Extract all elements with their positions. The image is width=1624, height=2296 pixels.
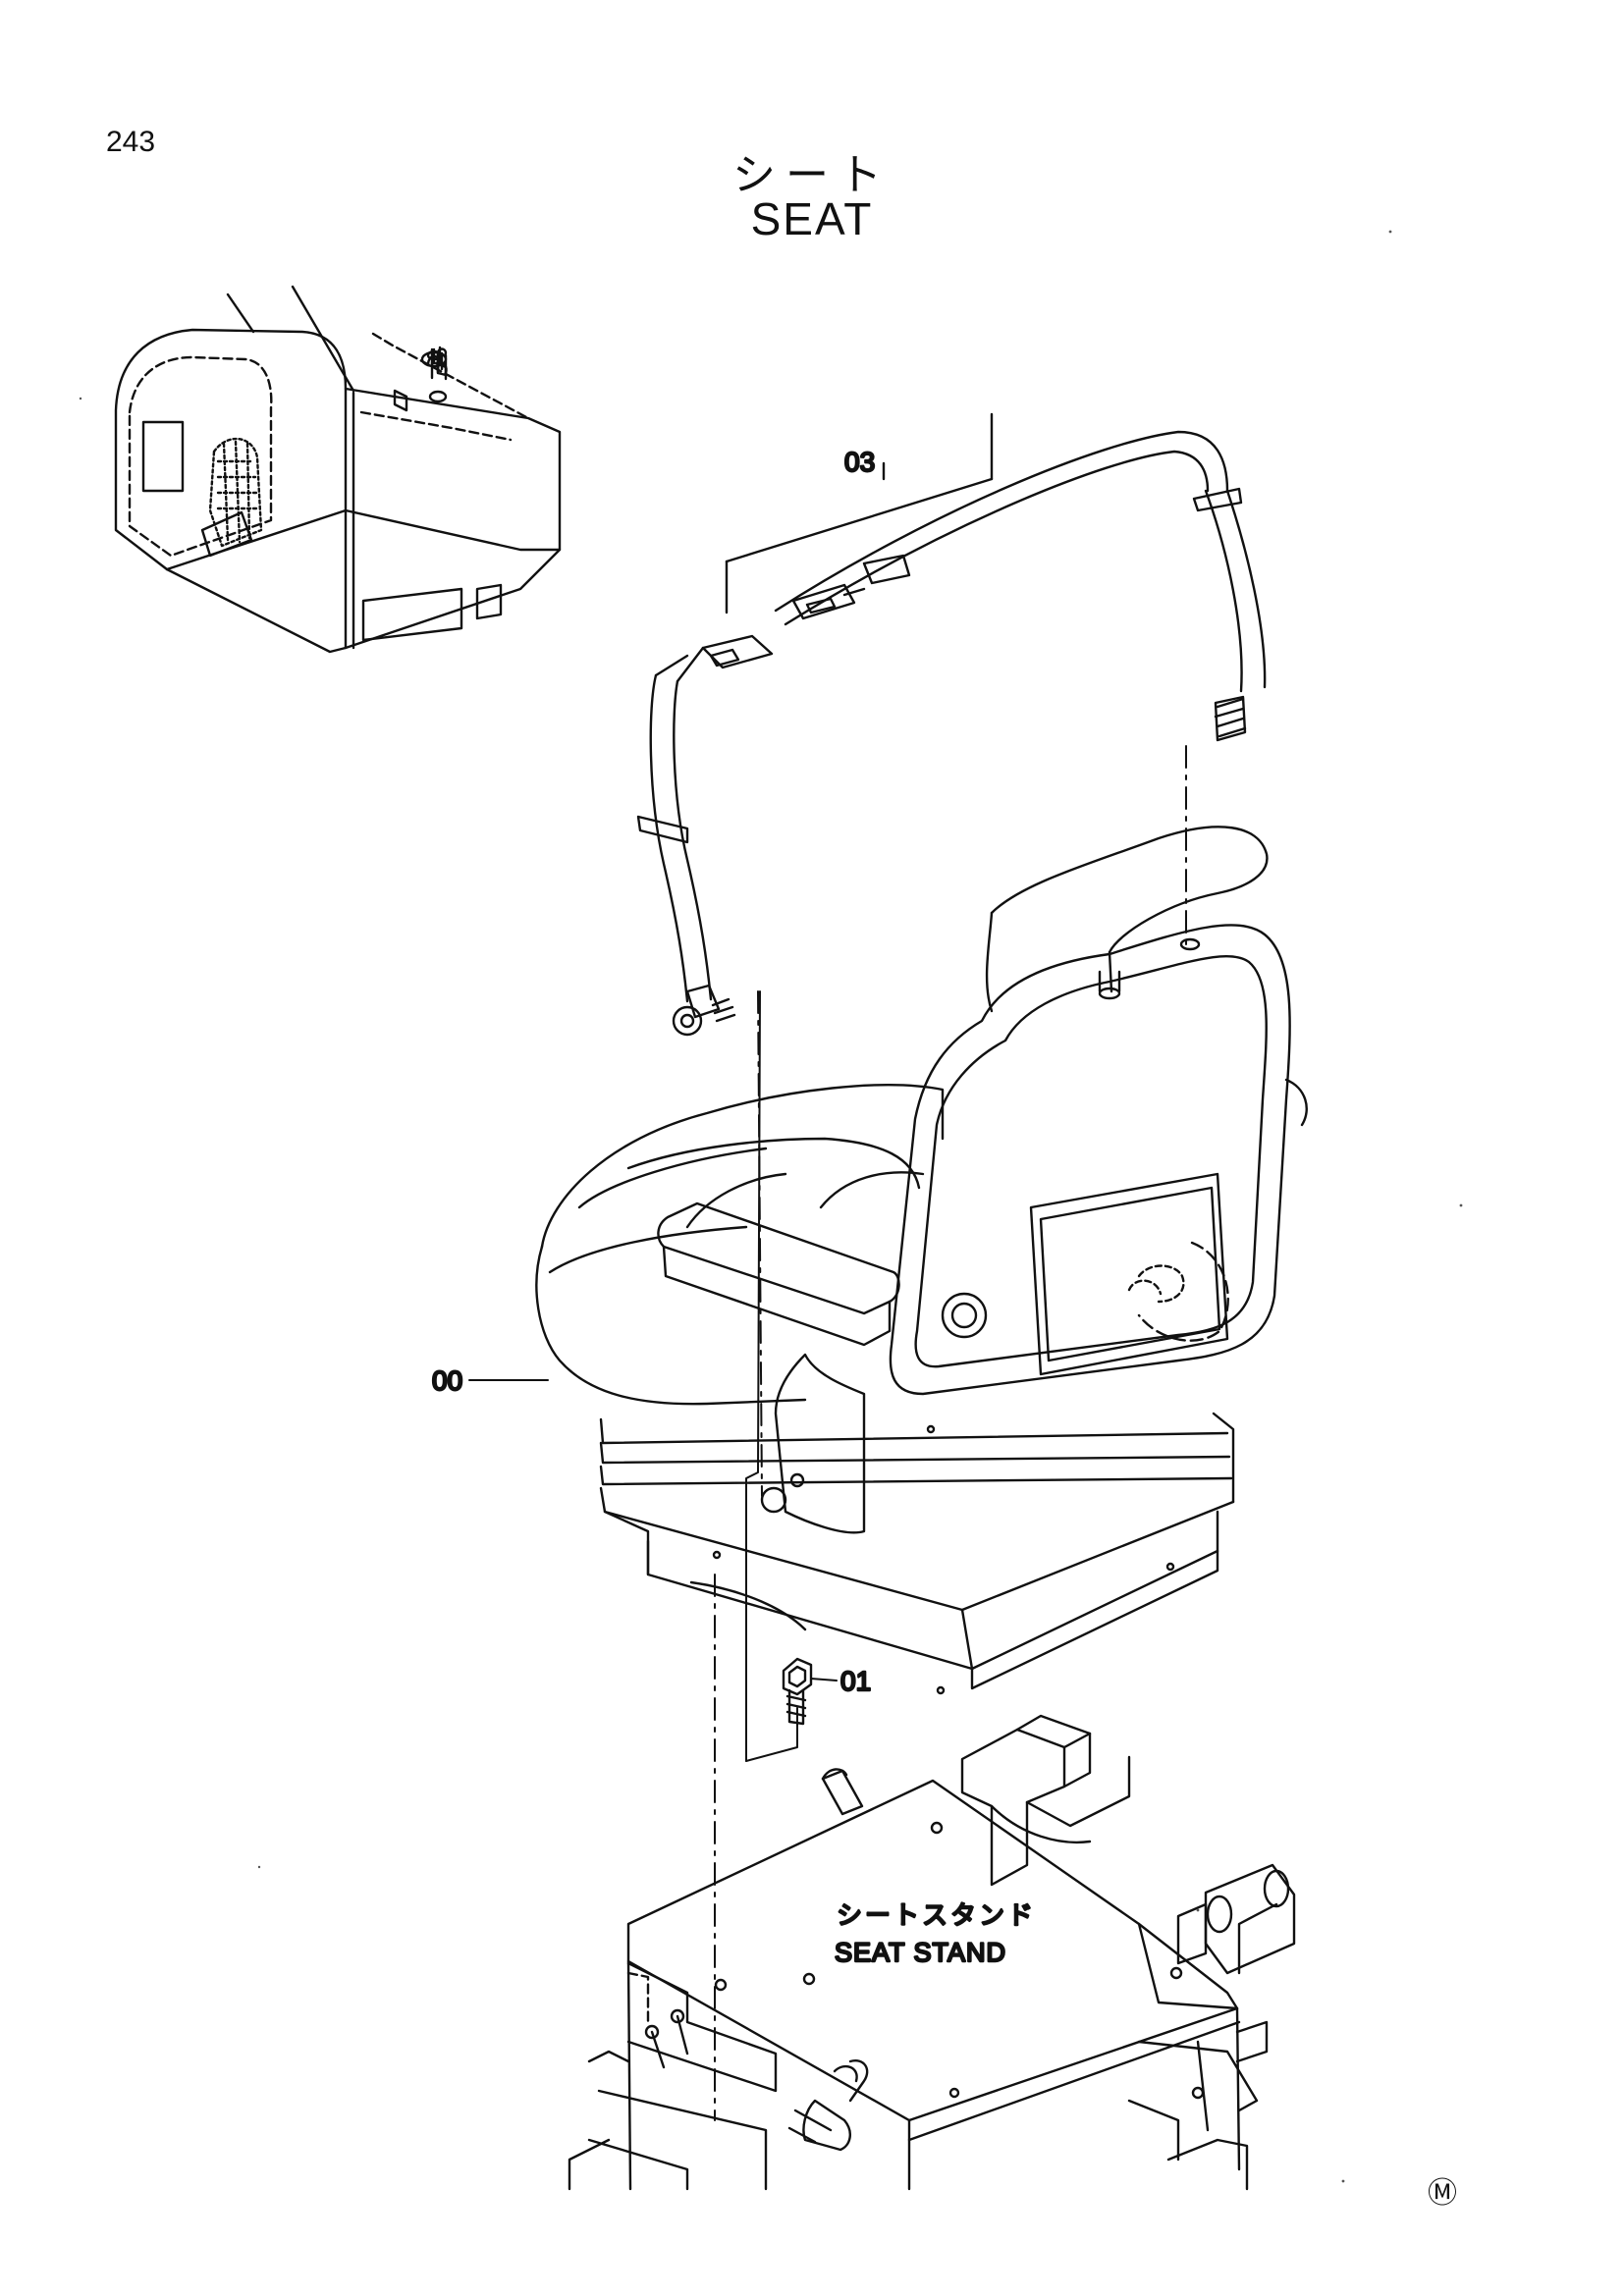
bolt-part [782,1657,838,1726]
callout-03: 03 [844,447,875,477]
scan-specks [79,230,1463,2183]
machine-overview-illustration [114,285,562,654]
title-japanese: シート [732,150,892,200]
page-number: 243 [106,126,156,158]
seat-stand-assembly [568,1714,1296,2191]
m-mark: Ⓜ [1428,2176,1457,2211]
seat-belt-assembly [636,412,1267,1037]
cab-seat-highlight [208,437,263,548]
title-english: SEAT [750,193,874,244]
seat-stand-label-jp: シートスタンド [837,1901,1036,1931]
operator-seat [535,826,1308,1695]
seat-stand-label-en: SEAT STAND [835,1938,1006,1967]
callout-00: 00 [432,1365,462,1396]
callout-01: 01 [840,1666,871,1696]
